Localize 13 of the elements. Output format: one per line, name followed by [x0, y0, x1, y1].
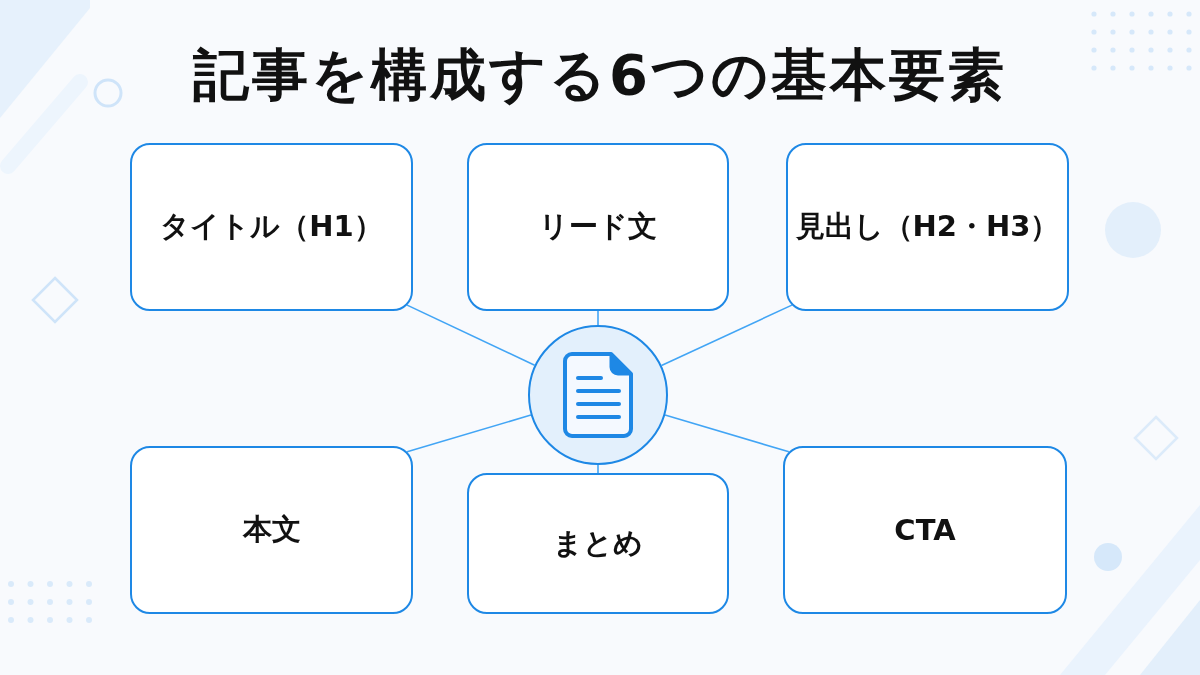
- connector-line: [664, 414, 790, 453]
- element-box: リード文: [467, 143, 729, 311]
- connector-line: [597, 464, 599, 474]
- element-box: まとめ: [467, 473, 729, 614]
- element-box: CTA: [783, 446, 1067, 614]
- element-box: タイトル（H1）: [130, 143, 413, 311]
- connector-line: [406, 304, 536, 366]
- element-box: 本文: [130, 446, 413, 614]
- element-box: 見出し（H2・H3）: [786, 143, 1069, 311]
- connector-line: [597, 310, 599, 326]
- connector-line: [660, 304, 793, 367]
- connector-line: [406, 414, 532, 453]
- title: 記事を構成する6つの基本要素: [193, 42, 1007, 108]
